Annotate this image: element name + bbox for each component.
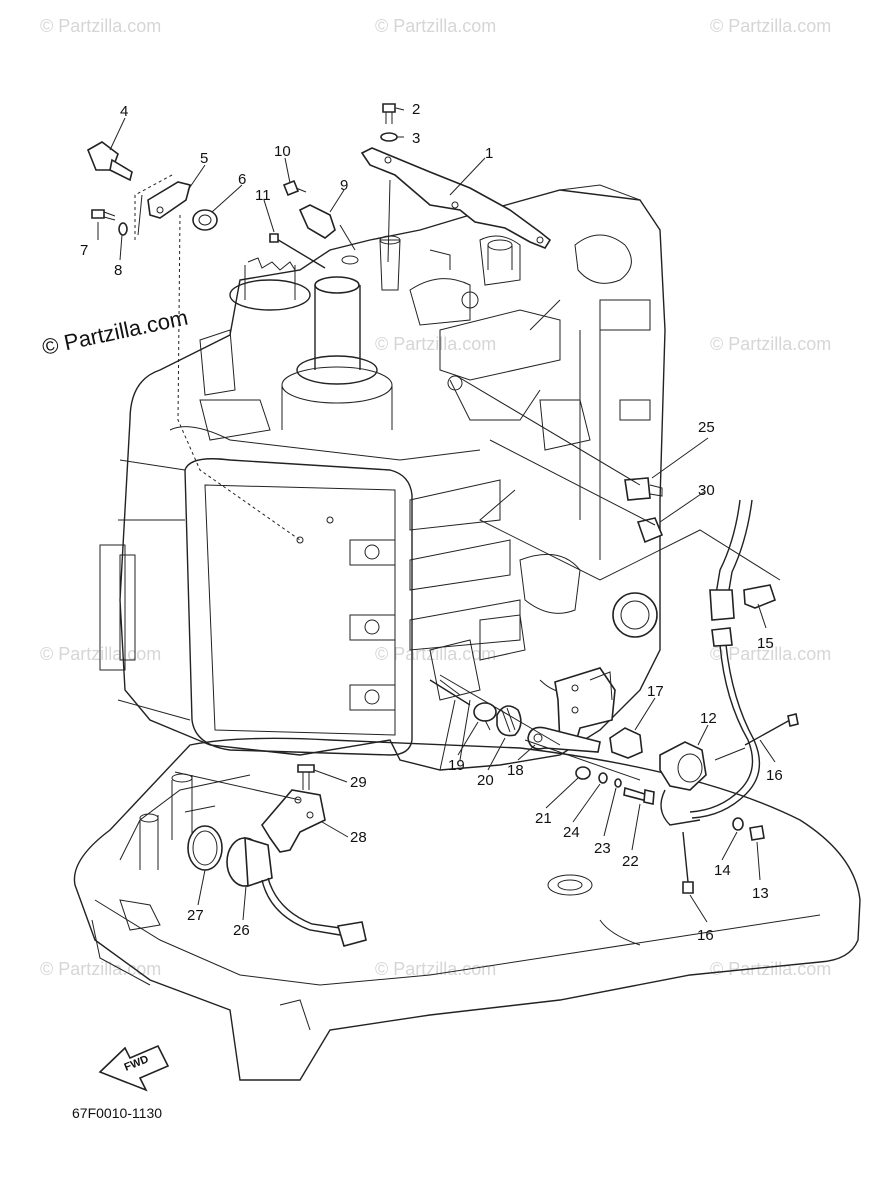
callout-19: 19 (448, 757, 465, 774)
callout-20: 20 (477, 772, 494, 789)
callout-23: 23 (594, 840, 611, 857)
diagram-code: 67F0010-1130 (72, 1105, 162, 1121)
washer-part (575, 766, 591, 780)
callout-7: 7 (80, 242, 88, 259)
bottom-cowling (73, 737, 861, 1081)
callout-25: 25 (698, 419, 715, 436)
watermark: © Partzilla.com (40, 644, 161, 664)
washer-part (380, 132, 398, 142)
washer-part (598, 772, 608, 784)
bolt-part (91, 209, 105, 219)
callout-30: 30 (698, 482, 715, 499)
callout-11: 11 (255, 187, 271, 204)
callout-12: 12 (700, 710, 717, 727)
callout-26: 26 (233, 922, 250, 939)
callout-22: 22 (622, 853, 639, 870)
clip-part (636, 517, 664, 544)
callout-29: 29 (350, 774, 367, 791)
watermark: © Partzilla.com (710, 334, 831, 354)
callout-16: 16 (766, 767, 783, 784)
bolt-part (297, 764, 315, 773)
callout-leaders (97, 107, 776, 923)
clip-part (609, 727, 643, 759)
watermark: © Partzilla.com (375, 16, 496, 36)
callout-1: 1 (485, 145, 493, 162)
washer-part (732, 817, 744, 831)
watermark: © Partzilla.com (375, 334, 496, 354)
cable-tie-part (682, 831, 689, 883)
cable-tie-part (744, 719, 791, 746)
bolt-part (382, 103, 396, 113)
callout-4: 4 (120, 103, 128, 120)
callout-15: 15 (757, 635, 774, 652)
callout-16b: 16 (697, 927, 714, 944)
bracket-part (360, 147, 552, 249)
watermark: © Partzilla.com (40, 959, 161, 979)
callout-2: 2 (412, 101, 420, 118)
bracket-part (261, 789, 326, 853)
callout-21: 21 (535, 810, 552, 827)
callout-6: 6 (238, 171, 246, 188)
watermark: © Partzilla.com (710, 644, 831, 664)
washer-part (614, 778, 622, 788)
switch-part (659, 741, 707, 791)
forward-arrow-icon: FWD (98, 1044, 170, 1092)
bolt-part (749, 825, 765, 841)
callout-10: 10 (274, 143, 291, 160)
partzilla-watermark: © Partzilla.com (40, 305, 190, 360)
grommet-part (192, 209, 218, 231)
engine-block (99, 184, 666, 771)
callout-labels: 1 2 3 4 5 6 7 8 9 10 11 12 13 14 15 16 1… (80, 101, 783, 944)
connector-part (743, 584, 776, 609)
callout-3: 3 (412, 130, 420, 147)
watermark: © Partzilla.com (375, 644, 496, 664)
callout-17: 17 (647, 683, 664, 700)
clamp-part (147, 181, 191, 219)
plate-bracket (554, 667, 616, 746)
callout-9: 9 (340, 177, 348, 194)
watermark: © Partzilla.com (710, 16, 831, 36)
callout-18: 18 (507, 762, 524, 779)
callout-24: 24 (563, 824, 580, 841)
washer-part (118, 222, 128, 236)
sensor-part (624, 477, 651, 501)
callout-5: 5 (200, 150, 208, 167)
link-part (527, 726, 601, 753)
bolt-part (282, 179, 300, 197)
clamp-part (298, 204, 336, 239)
callout-14: 14 (714, 862, 731, 879)
watermark: © Partzilla.com (40, 16, 161, 36)
callout-27: 27 (187, 907, 204, 924)
callout-13: 13 (752, 885, 769, 902)
callout-8: 8 (114, 262, 122, 279)
callout-28: 28 (350, 829, 367, 846)
watermark: © Partzilla.com (375, 959, 496, 979)
